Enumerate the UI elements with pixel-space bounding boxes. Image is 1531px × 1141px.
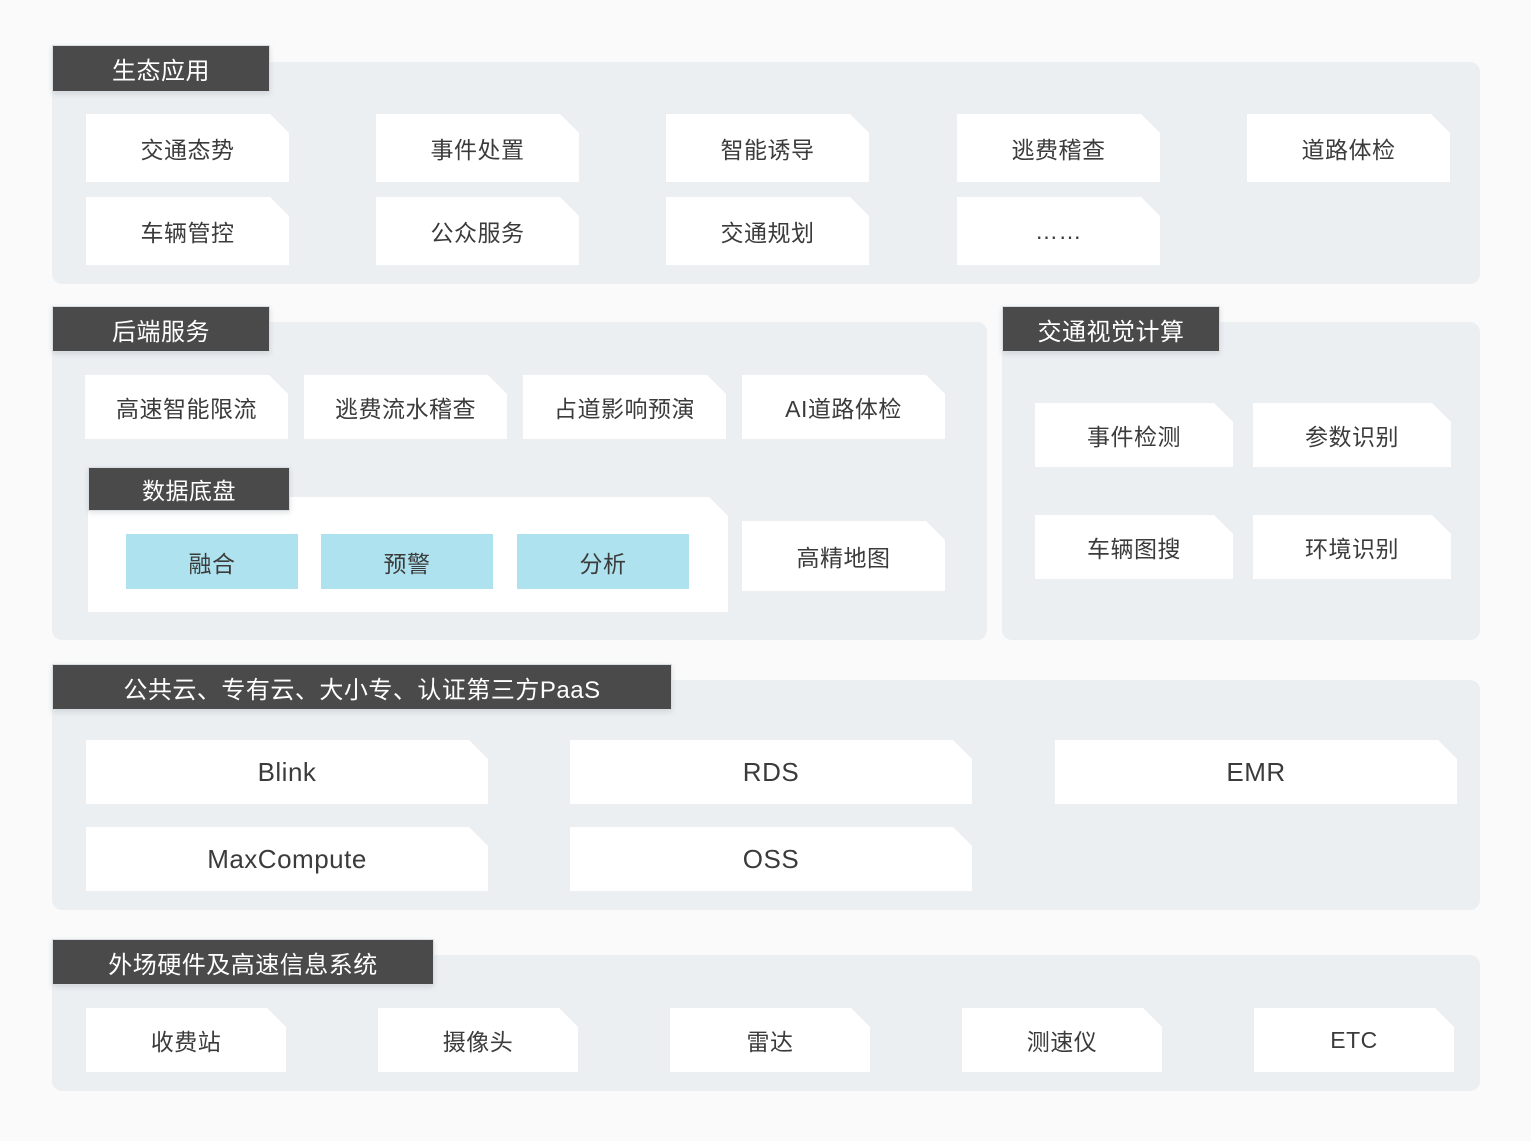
card-ecosystem-more[interactable]: ……	[957, 197, 1160, 265]
section-header-backend-services: 后端服务	[52, 306, 270, 352]
card-backend-ai-road-inspection[interactable]: AI道路体检	[742, 375, 945, 439]
section-header-traffic-vision-computing: 交通视觉计算	[1002, 306, 1220, 352]
card-paas-emr[interactable]: EMR	[1055, 740, 1457, 804]
card-paas-maxcompute[interactable]: MaxCompute	[86, 827, 488, 891]
card-paas-blink[interactable]: Blink	[86, 740, 488, 804]
section-header-ecosystem-apps: 生态应用	[52, 45, 270, 92]
chip-data-analysis[interactable]: 分析	[517, 534, 689, 589]
section-header-field-hardware: 外场硬件及高速信息系统	[52, 939, 434, 985]
card-hardware-etc[interactable]: ETC	[1254, 1008, 1454, 1072]
card-ecosystem-public-service[interactable]: 公众服务	[376, 197, 579, 265]
chip-data-early-warning[interactable]: 预警	[321, 534, 493, 589]
chip-data-fusion[interactable]: 融合	[126, 534, 298, 589]
card-hardware-toll-station[interactable]: 收费站	[86, 1008, 286, 1072]
card-paas-rds[interactable]: RDS	[570, 740, 972, 804]
card-ecosystem-traffic-situation[interactable]: 交通态势	[86, 114, 289, 182]
card-vision-parameter-recognition[interactable]: 参数识别	[1253, 403, 1451, 467]
card-backend-smart-speed-limit[interactable]: 高速智能限流	[85, 375, 288, 439]
card-backend-lane-occupancy-simulation[interactable]: 占道影响预演	[523, 375, 726, 439]
card-hardware-radar[interactable]: 雷达	[670, 1008, 870, 1072]
section-header-cloud-paas: 公共云、专有云、大小专、认证第三方PaaS	[52, 664, 672, 710]
panel-traffic-vision-computing	[1002, 322, 1480, 640]
card-hardware-speed-meter[interactable]: 测速仪	[962, 1008, 1162, 1072]
card-ecosystem-smart-guidance[interactable]: 智能诱导	[666, 114, 869, 182]
card-ecosystem-traffic-planning[interactable]: 交通规划	[666, 197, 869, 265]
card-hardware-camera[interactable]: 摄像头	[378, 1008, 578, 1072]
card-vision-event-detection[interactable]: 事件检测	[1035, 403, 1233, 467]
card-backend-toll-evasion-flow-audit[interactable]: 逃费流水稽查	[304, 375, 507, 439]
card-vision-environment-recognition[interactable]: 环境识别	[1253, 515, 1451, 579]
card-vision-vehicle-image-search[interactable]: 车辆图搜	[1035, 515, 1233, 579]
card-paas-oss[interactable]: OSS	[570, 827, 972, 891]
card-ecosystem-road-inspection[interactable]: 道路体检	[1247, 114, 1450, 182]
section-header-data-platform: 数据底盘	[88, 467, 290, 511]
card-backend-hd-map[interactable]: 高精地图	[742, 521, 945, 591]
card-ecosystem-incident-handling[interactable]: 事件处置	[376, 114, 579, 182]
card-ecosystem-vehicle-control[interactable]: 车辆管控	[86, 197, 289, 265]
card-ecosystem-toll-evasion-audit[interactable]: 逃费稽查	[957, 114, 1160, 182]
